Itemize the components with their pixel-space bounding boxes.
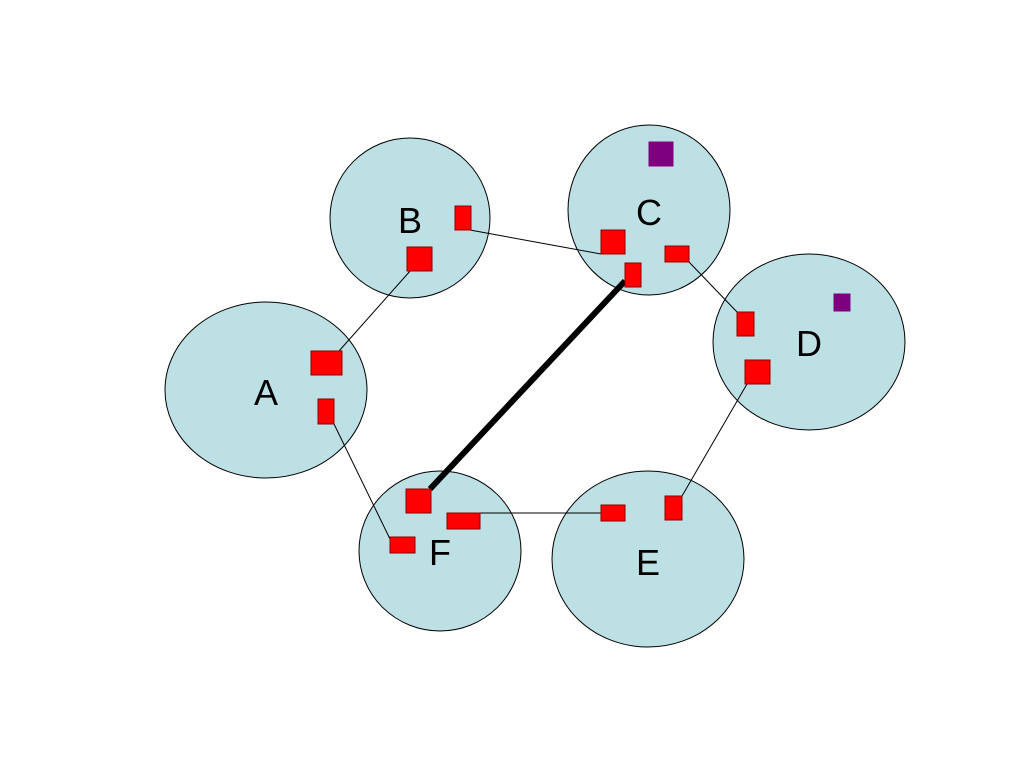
link-f-c bbox=[427, 278, 628, 492]
port-d-1 bbox=[736, 311, 755, 337]
port-e-2 bbox=[664, 495, 683, 521]
port-d-2 bbox=[744, 359, 771, 385]
link-b-c bbox=[469, 229, 602, 255]
node-f-circle bbox=[358, 470, 522, 632]
port-b-1 bbox=[454, 205, 472, 231]
node-f-label: F bbox=[429, 532, 451, 573]
port-c-3 bbox=[624, 262, 642, 288]
node-d-circle bbox=[712, 253, 906, 431]
node-b-circle bbox=[329, 137, 491, 299]
labels: A B C D E F bbox=[254, 192, 822, 583]
node-b-label: B bbox=[398, 200, 422, 241]
node-e-label: E bbox=[636, 542, 660, 583]
port-b-2 bbox=[406, 246, 433, 272]
node-a-label: A bbox=[254, 372, 278, 413]
markers bbox=[648, 141, 851, 312]
marker-d bbox=[833, 293, 851, 312]
port-f-2 bbox=[446, 512, 481, 530]
node-c-label: C bbox=[636, 192, 662, 233]
marker-c bbox=[648, 141, 674, 167]
port-c-1 bbox=[600, 229, 626, 255]
node-e-circle bbox=[551, 470, 745, 648]
port-f-1 bbox=[405, 488, 432, 514]
links bbox=[333, 229, 748, 540]
ports bbox=[310, 205, 771, 554]
link-c-d bbox=[688, 261, 738, 313]
port-a-2 bbox=[317, 398, 335, 425]
link-a-b bbox=[338, 269, 412, 352]
link-f-a bbox=[333, 423, 391, 540]
port-a-1 bbox=[310, 350, 343, 376]
port-e-1 bbox=[600, 504, 626, 522]
node-d-label: D bbox=[796, 323, 822, 364]
node-a-circle bbox=[164, 301, 368, 479]
port-f-3 bbox=[389, 536, 416, 554]
port-c-2 bbox=[664, 245, 690, 263]
link-d-e bbox=[681, 383, 748, 497]
nodes bbox=[164, 124, 906, 648]
